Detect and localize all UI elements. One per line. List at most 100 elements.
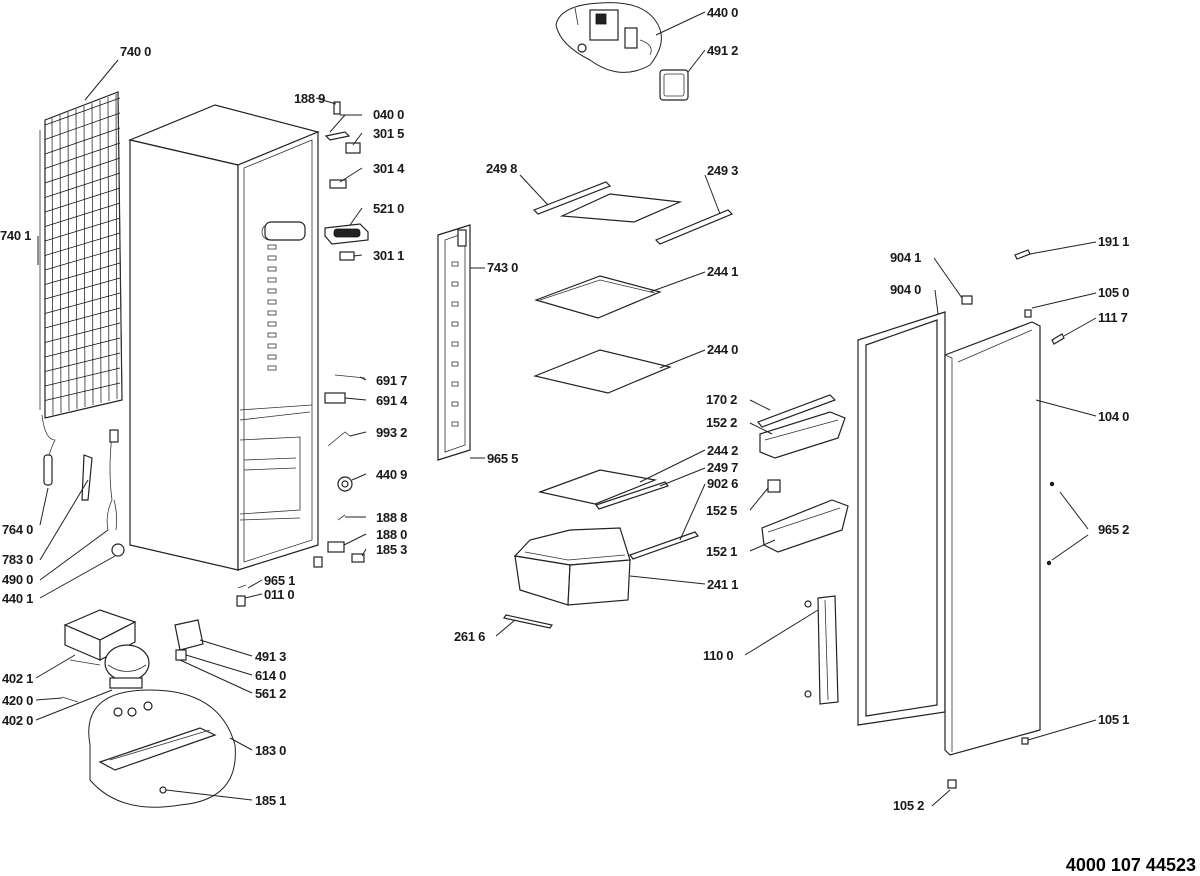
- callout-9041: 904 1: [890, 250, 921, 265]
- callout-4200: 420 0: [2, 693, 33, 708]
- air-duct: [437, 224, 471, 461]
- crisper-rail: [629, 531, 699, 560]
- callout-1702: 170 2: [706, 392, 737, 407]
- callout-2616: 261 6: [454, 629, 485, 644]
- balcony-upper: [759, 411, 846, 459]
- callout-7640: 764 0: [2, 522, 33, 537]
- callout-1052: 105 2: [893, 798, 924, 813]
- callout-4409: 440 9: [376, 467, 407, 482]
- condenser-grid: [39, 91, 123, 486]
- callout-1851: 185 1: [255, 793, 286, 808]
- callout-5210: 521 0: [373, 201, 404, 216]
- callout-1521: 152 1: [706, 544, 737, 559]
- shelf-top: [559, 193, 683, 223]
- cover-plate: [324, 392, 346, 404]
- callout-9026: 902 6: [707, 476, 738, 491]
- callout-4912: 491 2: [707, 43, 738, 58]
- egg-holder: [767, 479, 781, 493]
- control-unit: [324, 223, 369, 245]
- compressor-box: [63, 609, 137, 661]
- callout-1888: 188 8: [376, 510, 407, 525]
- callout-1117: 111 7: [1098, 310, 1128, 325]
- callout-0110: 011 0: [264, 587, 294, 602]
- callout-7400: 740 0: [120, 44, 151, 59]
- callout-9655: 965 5: [487, 451, 518, 466]
- base-screw: [159, 786, 167, 794]
- screw-top: [333, 101, 341, 115]
- callout-9652: 965 2: [1098, 522, 1129, 537]
- foot-cover: [351, 553, 365, 563]
- callout-4020: 402 0: [2, 713, 33, 728]
- door-stop: [1051, 333, 1065, 345]
- callout-1100: 110 0: [703, 648, 733, 663]
- drawer-rod: [503, 614, 553, 629]
- leader-lines: [35, 11, 1097, 807]
- callout-6917: 691 7: [376, 373, 407, 388]
- callout-1050: 105 0: [1098, 285, 1129, 300]
- screw-bottom: [337, 514, 346, 521]
- callout-labels: 740 0 740 1 764 0 783 0 490 0 440 1 188 …: [0, 5, 1129, 813]
- callout-2493: 249 3: [707, 163, 738, 178]
- top-bracket: [324, 131, 351, 141]
- callout-1040: 104 0: [1098, 409, 1129, 424]
- callout-4913: 491 3: [255, 649, 286, 664]
- balcony-lid: [757, 394, 837, 428]
- cabinet-body: [128, 104, 320, 571]
- callout-5612: 561 2: [255, 686, 286, 701]
- callout-1911: 904 0: [890, 282, 921, 297]
- top-switch: [345, 142, 361, 154]
- shelf-trim-front: [654, 209, 734, 245]
- callout-2411: 241 1: [707, 577, 738, 592]
- callout-7430: 743 0: [487, 260, 518, 275]
- sensor: [327, 431, 351, 447]
- callout-7401: 740 1: [0, 228, 31, 243]
- callout-2498: 249 8: [486, 161, 517, 176]
- compressor-base: [98, 727, 217, 771]
- callout-9040: 191 1: [1098, 234, 1129, 249]
- callout-4400: 440 0: [707, 5, 738, 20]
- hinge-cap: [1014, 249, 1031, 260]
- callout-4401: 440 1: [2, 591, 33, 606]
- callout-3014: 301 4: [373, 161, 405, 176]
- callout-6140: 614 0: [255, 668, 286, 683]
- hinge-top: [961, 295, 973, 305]
- callout-1853: 185 3: [376, 542, 407, 557]
- callout-1051: 105 1: [1098, 712, 1129, 727]
- callout-1889: 188 9: [294, 91, 325, 106]
- compressor: [104, 644, 150, 689]
- shelf-trim-bottom: [595, 481, 669, 510]
- callout-2442: 244 2: [707, 443, 738, 458]
- shelf-trim-back: [532, 181, 612, 215]
- terminal: [175, 649, 187, 661]
- door-bushing-bottom: [1021, 737, 1029, 745]
- wheel: [111, 543, 125, 557]
- door-bushing-top: [1024, 309, 1032, 318]
- label-plate: [329, 179, 347, 189]
- callout-6914: 691 4: [376, 393, 408, 408]
- door: [944, 321, 1041, 756]
- control-cover: [339, 251, 355, 261]
- callout-4021: 402 1: [2, 671, 33, 686]
- crisper-drawer: [513, 527, 631, 606]
- callout-9932: 993 2: [376, 425, 407, 440]
- callout-0400: 040 0: [373, 107, 404, 122]
- callout-3011: 301 1: [373, 248, 404, 263]
- glass-shelf-bottom: [537, 469, 658, 505]
- relay: [69, 659, 101, 666]
- filter-drier: [43, 454, 53, 486]
- callout-1522: 152 2: [706, 415, 737, 430]
- callout-9651: 965 1: [264, 573, 295, 588]
- screw-foot: [313, 556, 323, 568]
- fan-assembly: [555, 2, 662, 73]
- door-gasket: [857, 311, 946, 726]
- door-handle: [817, 595, 839, 705]
- glass-shelf-3: [533, 349, 672, 394]
- glass-shelf-2: [534, 275, 662, 319]
- balcony-lower: [761, 499, 849, 553]
- callout-7830: 783 0: [2, 552, 33, 567]
- hinge-bottom: [947, 779, 957, 789]
- callout-4900: 490 0: [2, 572, 33, 587]
- fan-cover: [659, 69, 689, 101]
- adjustable-foot: [236, 595, 246, 607]
